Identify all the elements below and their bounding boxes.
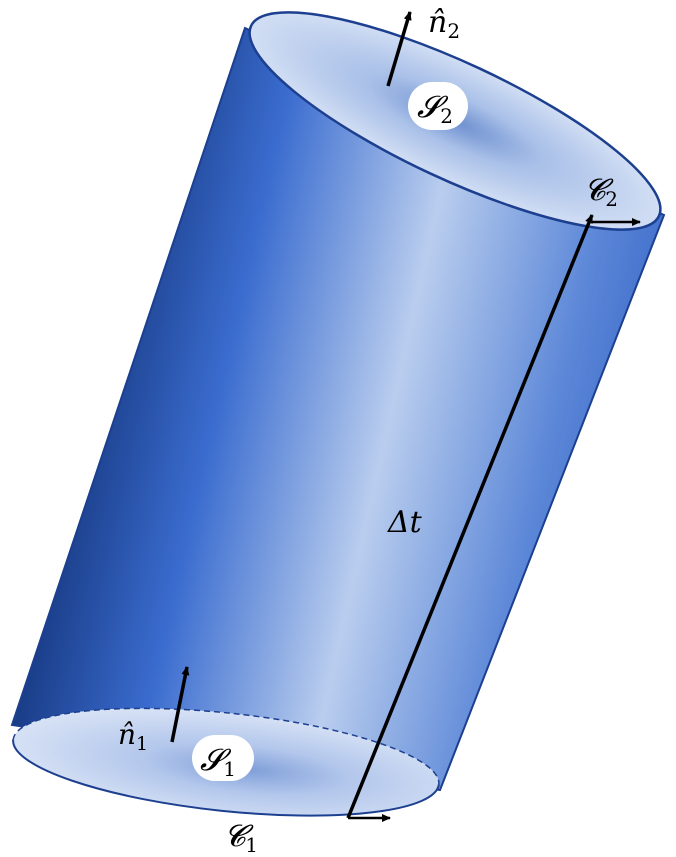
- delta-t-label: Δt: [387, 505, 423, 540]
- normal-n2-arrow: [386, 11, 412, 87]
- s1-label-bg: [192, 735, 254, 781]
- c1-label: 𝓒1: [224, 819, 258, 857]
- n1-label: n̂1: [118, 718, 148, 755]
- normal-n1-arrow: [170, 666, 190, 743]
- s2-label-bg: [408, 82, 468, 130]
- delta-t-arrow: [346, 214, 594, 819]
- n2-label: n̂2: [428, 5, 460, 43]
